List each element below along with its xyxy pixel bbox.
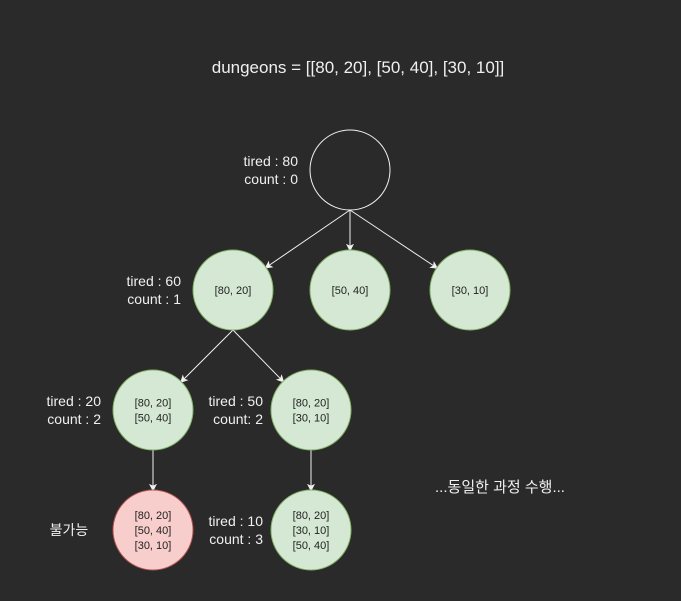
node-state-label: count : 1 [127,291,181,307]
node-state-label: count: 2 [213,411,263,427]
node-dungeon-text: [80, 20] [135,398,172,410]
node-state-label: tired : 80 [244,153,299,169]
edge-arrow [232,329,285,383]
node-dungeon-text: [80, 20] [135,510,172,522]
node-circle [112,369,194,451]
node-circle [270,489,352,571]
node-circle [309,249,391,331]
node-state-label: count : 0 [244,171,298,187]
edge-arrow [349,209,439,269]
tree-node-n1: [80, 20] tired : 60 count : 1 [127,249,274,331]
node-state-label: tired : 10 [209,513,264,529]
edge-arrow [264,209,351,269]
node-state-label: count : 2 [47,411,101,427]
node-dungeon-text: [50, 40] [332,285,369,297]
edge-arrow [180,329,234,383]
tree-node-n7: [80, 20] [30, 10] [50, 40] tired : 10 count … [209,489,352,571]
node-dungeon-text: [30, 10] [135,540,172,552]
node-state-label: 불가능 [50,522,89,538]
node-dungeon-text: [80, 20] [293,398,330,410]
node-dungeon-text: [50, 40] [135,525,172,537]
node-dungeon-text: [80, 20] [215,285,252,297]
tree-node-n6: [80, 20] [50, 40] [30, 10] 불가능 [50,489,194,571]
diagram-title: dungeons = [[80, 20], [50, 40], [30, 10]… [212,58,505,77]
node-dungeon-text: [30, 10] [293,525,330,537]
node-dungeon-text: [50, 40] [135,413,172,425]
node-dungeon-text: [80, 20] [293,510,330,522]
repeat-note: ...동일한 과정 수행... [435,479,565,496]
node-state-label: tired : 20 [47,393,102,409]
node-state-label: count : 3 [209,531,263,547]
node-circle [192,249,274,331]
tree-node-n2: [50, 40] [309,249,391,331]
node-state-label: tired : 60 [127,273,182,289]
node-circle [309,129,391,211]
node-circle [270,369,352,451]
tree-node-n4: [80, 20] [50, 40] tired : 20 count : 2 [47,369,194,451]
failed-node-circle [112,489,194,571]
tree-node-n5: [80, 20] [30, 10] tired : 50 count: 2 [209,369,352,451]
node-circle [429,249,511,331]
node-state-label: tired : 50 [209,393,264,409]
tree-node-root: tired : 80 count : 0 [244,129,391,211]
node-dungeon-text: [30, 10] [452,285,489,297]
node-dungeon-text: [30, 10] [293,413,330,425]
tree-node-n3: [30, 10] [429,249,511,331]
node-dungeon-text: [50, 40] [293,540,330,552]
